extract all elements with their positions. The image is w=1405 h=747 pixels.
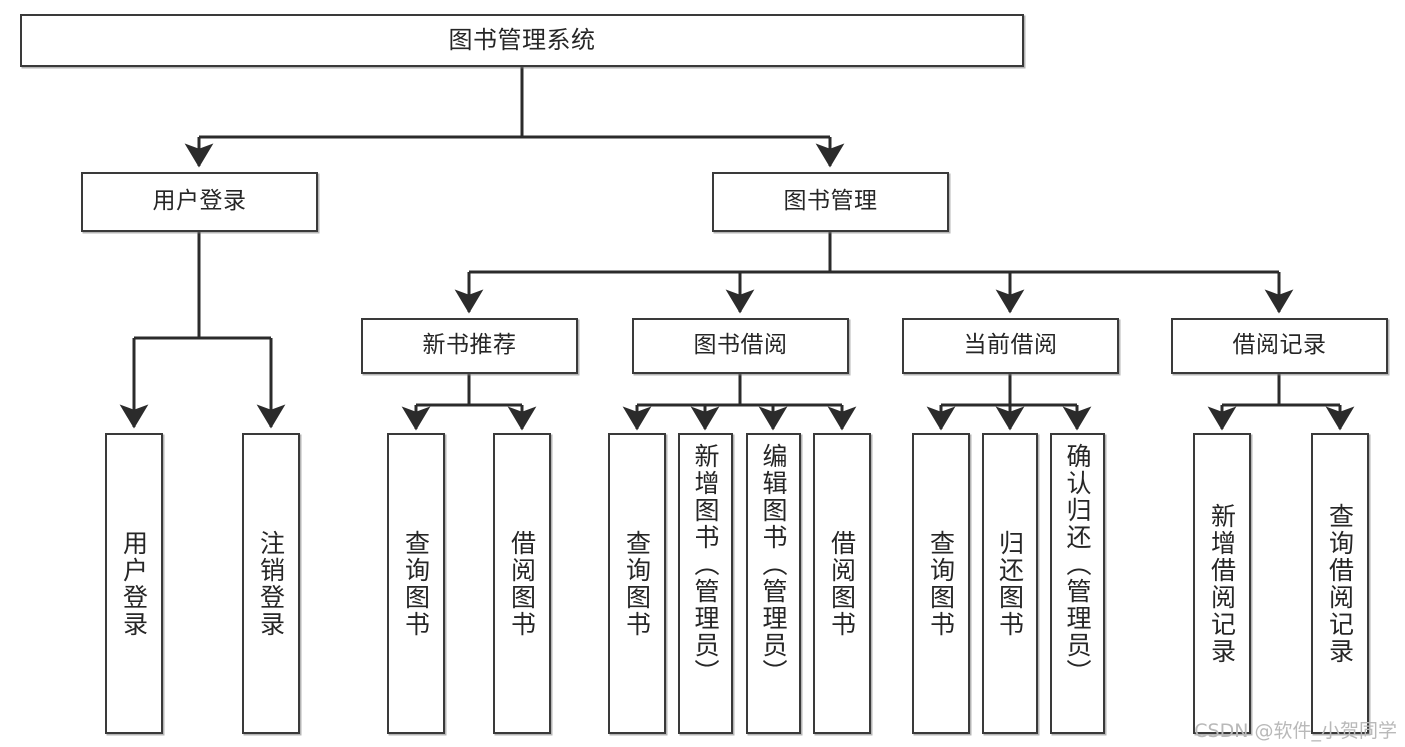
node-label: 用户登录 xyxy=(119,529,149,638)
node-label: 借阅图书 xyxy=(507,529,537,638)
node-label: 图书借阅 xyxy=(693,332,788,359)
node-label: 新书推荐 xyxy=(422,332,517,359)
node-label: 图书管理系统 xyxy=(448,26,596,55)
node-label: 用户登录 xyxy=(152,188,247,215)
node-book-management[interactable]: 图书管理 xyxy=(712,172,949,232)
leaf-bb-borrow-book[interactable]: 借阅图书 xyxy=(813,433,871,734)
leaf-nb-query-book[interactable]: 查询图书 xyxy=(387,433,445,734)
node-label: 新增图书（管理员） xyxy=(691,443,720,686)
csdn-watermark: CSDN @软件_小贺同学 xyxy=(1194,720,1397,742)
node-label: 确认归还（管理员） xyxy=(1063,443,1092,686)
leaf-cb-query-book[interactable]: 查询图书 xyxy=(912,433,970,734)
node-label: 新增借阅记录 xyxy=(1207,502,1237,665)
node-label: 查询图书 xyxy=(926,529,956,638)
leaf-logout[interactable]: 注销登录 xyxy=(242,433,300,734)
node-book-borrow[interactable]: 图书借阅 xyxy=(632,318,849,374)
leaf-nb-borrow-book[interactable]: 借阅图书 xyxy=(493,433,551,734)
leaf-br-query-record[interactable]: 查询借阅记录 xyxy=(1311,433,1369,734)
leaf-user-login[interactable]: 用户登录 xyxy=(105,433,163,734)
node-borrow-record[interactable]: 借阅记录 xyxy=(1171,318,1388,374)
node-label: 查询图书 xyxy=(622,529,652,638)
node-label: 借阅图书 xyxy=(827,529,857,638)
node-label: 查询图书 xyxy=(401,529,431,638)
node-current-borrow[interactable]: 当前借阅 xyxy=(902,318,1119,374)
node-label: 查询借阅记录 xyxy=(1325,502,1355,665)
node-user-login[interactable]: 用户登录 xyxy=(81,172,318,232)
leaf-bb-edit-book[interactable]: 编辑图书（管理员） xyxy=(746,433,801,734)
node-label: 借阅记录 xyxy=(1232,332,1327,359)
node-label: 图书管理 xyxy=(783,188,878,215)
leaf-cb-return-book[interactable]: 归还图书 xyxy=(982,433,1038,734)
node-label: 编辑图书（管理员） xyxy=(759,443,788,686)
node-label: 注销登录 xyxy=(256,529,286,638)
leaf-cb-confirm-return[interactable]: 确认归还（管理员） xyxy=(1050,433,1105,734)
leaf-bb-query-book[interactable]: 查询图书 xyxy=(608,433,666,734)
node-new-book-recommend[interactable]: 新书推荐 xyxy=(361,318,578,374)
node-label: 当前借阅 xyxy=(963,332,1058,359)
leaf-bb-add-book[interactable]: 新增图书（管理员） xyxy=(678,433,733,734)
node-root-system[interactable]: 图书管理系统 xyxy=(20,14,1024,67)
node-label: 归还图书 xyxy=(995,529,1025,638)
leaf-br-add-record[interactable]: 新增借阅记录 xyxy=(1193,433,1251,734)
